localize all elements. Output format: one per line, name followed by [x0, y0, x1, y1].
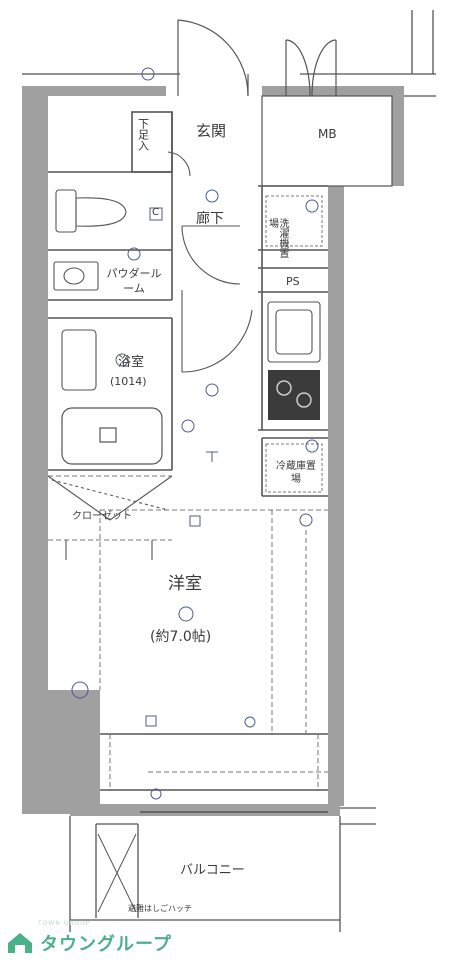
outline-lines: [22, 10, 436, 932]
shoe-storage-label: 下足入: [136, 118, 150, 151]
ps-label: PS: [286, 275, 300, 288]
bathroom-label: 浴室: [118, 355, 145, 370]
balcony-label: バルコニー: [180, 863, 245, 878]
exterior-walls: [22, 86, 404, 816]
hallway-label: 廊下: [196, 211, 224, 227]
entrance-label: 玄関: [196, 122, 227, 140]
powder-room-label: パウダールーム: [106, 267, 162, 296]
entrance-door: [177, 19, 393, 187]
balcony-note-label: 避難はしごハッチ: [128, 904, 192, 913]
brand-subtitle: TOWN GROUP: [38, 920, 91, 927]
closet-doors: [47, 475, 173, 560]
closet-c-label: C: [152, 207, 159, 218]
electrical-symbols: [71, 67, 319, 800]
stove-icon: [268, 370, 320, 420]
sink-icon: [53, 261, 99, 391]
brand-name: タウングループ: [40, 934, 172, 955]
closet-label: クローゼット: [72, 511, 132, 522]
fridge-icon: [265, 443, 323, 493]
house-logo-icon: [8, 933, 32, 953]
dashed-lines: [48, 475, 328, 790]
western-room-label: 洋室: [168, 574, 202, 594]
bathroom-size-label: (1014): [110, 375, 147, 388]
western-room-size-label: (約7.0帖): [150, 629, 212, 645]
interior-walls: [48, 111, 328, 813]
fridge-space-label: 冷蔵庫置場: [276, 461, 316, 485]
bathtub-icon: [61, 407, 163, 465]
washer-space-label: 洗濯機置場: [266, 218, 289, 258]
toilet-icon: [55, 189, 127, 233]
kitchen-sink-icon: [267, 301, 321, 363]
brand-logo: タウングループ: [6, 930, 172, 956]
balcony-ladder-icon: [97, 833, 137, 913]
washer-icon: [265, 195, 323, 247]
interior-doors: [167, 151, 253, 373]
mb-label: MB: [318, 127, 337, 141]
